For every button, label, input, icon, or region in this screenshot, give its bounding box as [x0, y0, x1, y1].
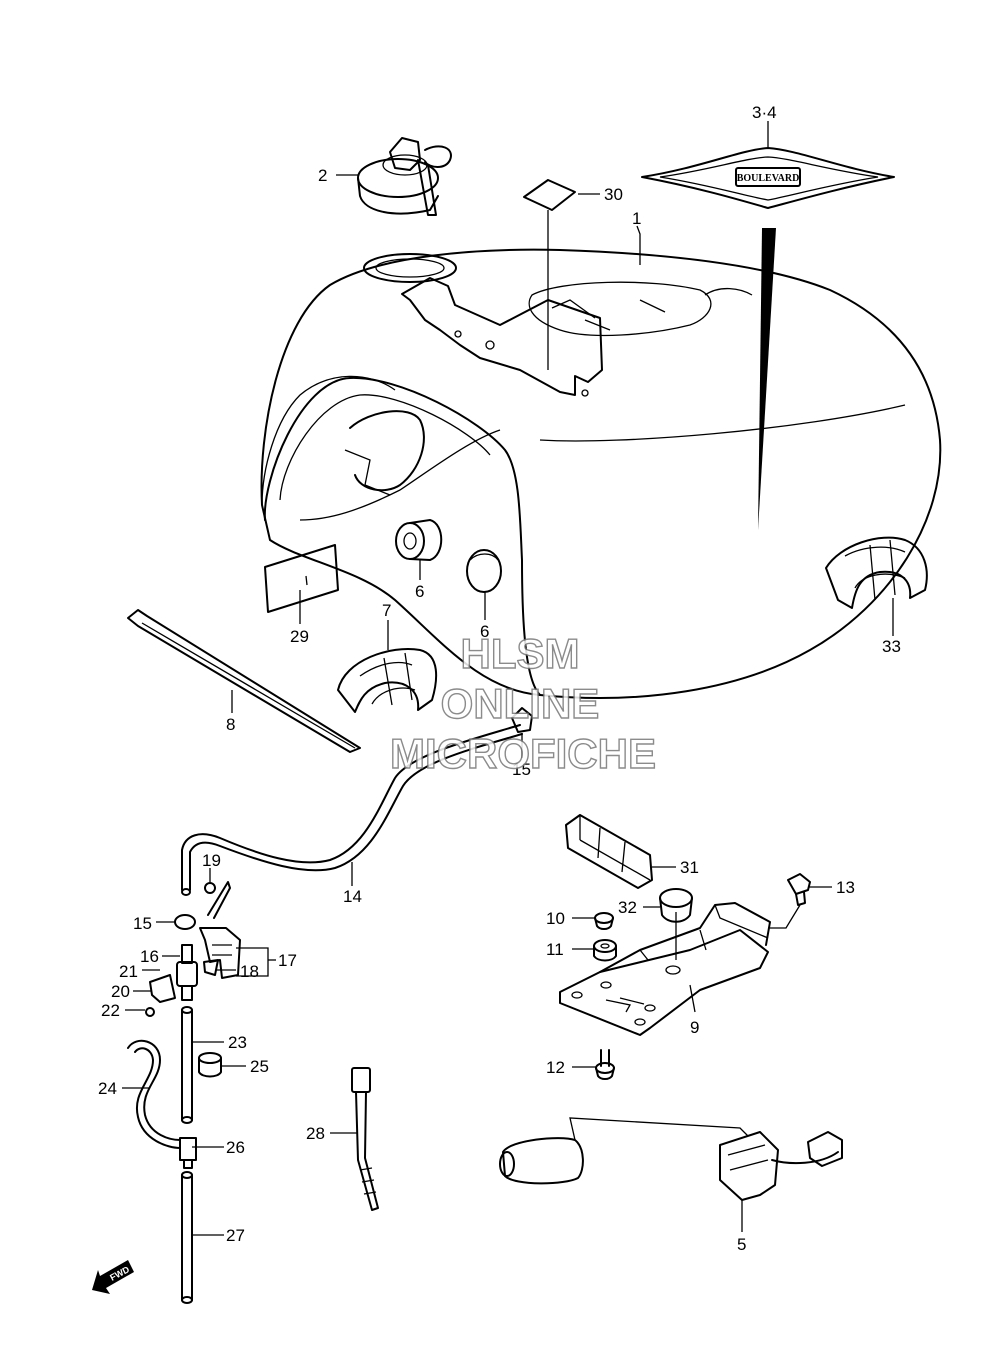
callout-14: 14: [343, 887, 362, 906]
watermark-line1: HLSM: [461, 630, 580, 677]
rubber-11: [593, 939, 617, 962]
joint-26: [179, 1137, 197, 1169]
cable-tie-8: [127, 609, 361, 753]
spacer-25: [198, 1052, 222, 1078]
fuel-tank: [260, 248, 942, 699]
callout-12: 12: [546, 1058, 565, 1077]
callout-32: 32: [618, 898, 637, 917]
callout-2: 2: [318, 166, 327, 185]
callout-29: 29: [290, 627, 309, 646]
callout-20: 20: [111, 982, 130, 1001]
clip-15-upper: [511, 707, 533, 733]
label-30: [523, 179, 576, 211]
emblem-text: BOULEVARD: [737, 173, 800, 184]
fuel-cap: [357, 137, 452, 216]
callout-6b: 6: [480, 622, 489, 641]
callout-16: 16: [140, 947, 159, 966]
boulevard-emblem: BOULEVARD: [641, 147, 895, 209]
leader-lines: [122, 121, 894, 1236]
callout-26: 26: [226, 1138, 245, 1157]
hose-23: [181, 1006, 193, 1124]
callout-27: 27: [226, 1226, 245, 1245]
bracket-plate-9: [559, 902, 771, 1036]
fuel-level-gauge-5: [499, 1117, 843, 1201]
rubber-cushion-7: [337, 648, 438, 713]
callout-5: 5: [737, 1235, 746, 1254]
washer-10: [594, 912, 614, 930]
callout-8: 8: [226, 715, 235, 734]
callout-24: 24: [98, 1079, 117, 1098]
hose-27: [181, 1171, 193, 1304]
callout-10: 10: [546, 909, 565, 928]
callout-17: 17: [278, 951, 297, 970]
watermark: HLSM ONLINE MICROFICHE: [389, 629, 656, 777]
rubber-31: [565, 814, 653, 889]
callout-30: 30: [604, 185, 623, 204]
emblem-stripe: [758, 228, 776, 530]
hose-24: [127, 1039, 181, 1149]
cushion-6a: [395, 519, 443, 561]
tie-strap-28: [351, 1067, 379, 1211]
callout-6a: 6: [415, 582, 424, 601]
valve-16: [145, 944, 198, 1017]
callout-18: 18: [240, 962, 259, 981]
callout-31: 31: [680, 858, 699, 877]
callout-22: 22: [101, 1001, 120, 1020]
callout-23: 23: [228, 1033, 247, 1052]
cushion-6b: [466, 549, 502, 593]
fwd-arrow-icon: FWD: [92, 1260, 134, 1294]
callout-15-upper: 15: [512, 760, 531, 779]
callout-19: 19: [202, 851, 221, 870]
callout-7: 7: [382, 601, 391, 620]
rubber-cushion-33: [825, 536, 928, 609]
callout-13: 13: [836, 878, 855, 897]
bracket-17: [199, 881, 241, 979]
watermark-line2: ONLINE: [441, 680, 600, 727]
callout-25: 25: [250, 1057, 269, 1076]
callout-numbers: 2 3·4 30 1 6 6 7 8 29 33 15 14 19 15 16 …: [98, 103, 901, 1254]
clip-15-lower: [174, 914, 196, 930]
callout-21: 21: [119, 962, 138, 981]
callout-11: 11: [546, 940, 564, 959]
label-29: [264, 544, 339, 613]
callout-3-4: 3·4: [752, 103, 777, 122]
callout-1: 1: [632, 209, 641, 228]
watermark-line3: MICROFICHE: [390, 730, 656, 777]
bolt-13: [787, 873, 811, 906]
hose-14: [181, 724, 523, 896]
callout-33: 33: [882, 637, 901, 656]
callout-15-lower: 15: [133, 914, 152, 933]
callout-9: 9: [690, 1018, 699, 1037]
callout-28: 28: [306, 1124, 325, 1143]
bolt-12: [595, 1049, 615, 1080]
